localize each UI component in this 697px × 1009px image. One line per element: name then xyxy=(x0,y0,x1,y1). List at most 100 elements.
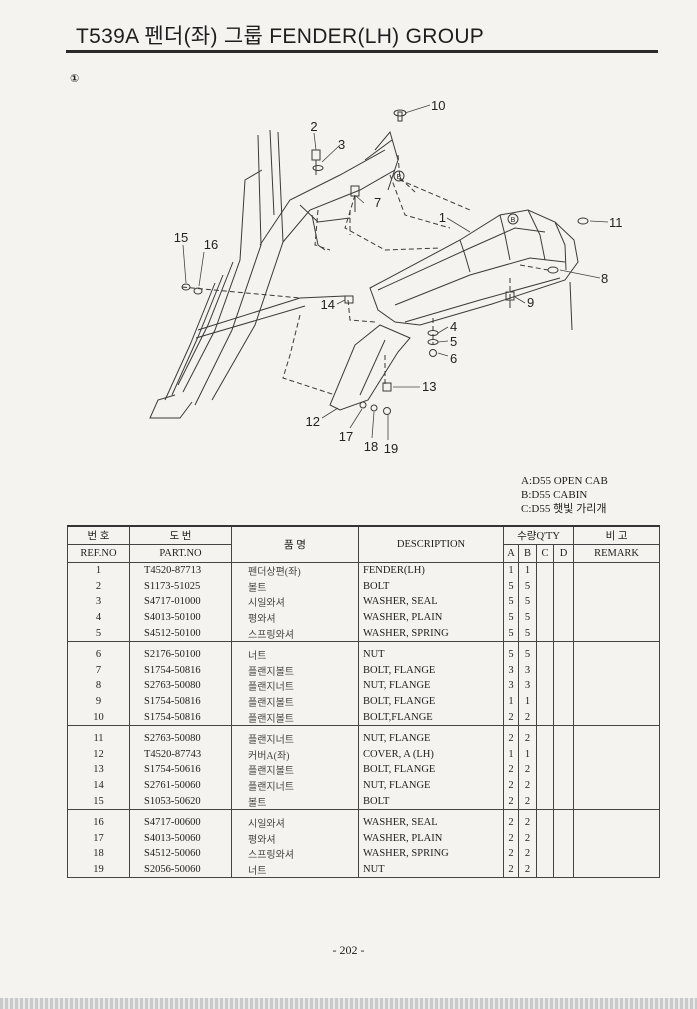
callout-5: 5 xyxy=(450,334,457,349)
cell-qty-b: 5 xyxy=(518,625,537,642)
callout-6: 6 xyxy=(450,351,457,366)
cell-qty-b: 2 xyxy=(518,725,537,747)
cell-description: BOLT xyxy=(358,793,504,810)
callout-12: 12 xyxy=(306,414,320,429)
cell-remark xyxy=(573,662,661,679)
exploded-parts-diagram: 1 2 3 4 5 6 7 8 9 10 11 12 13 14 15 16 1… xyxy=(149,98,623,456)
header-qty-d: D xyxy=(552,544,575,563)
header-description: DESCRIPTION xyxy=(358,525,504,563)
cell-part-no: T4520-87743 xyxy=(129,746,232,763)
marker-b-circle-2 xyxy=(507,213,519,225)
page-number: - 202 - xyxy=(332,943,365,957)
cell-part-no: S1053-50620 xyxy=(129,793,232,810)
cell-remark xyxy=(573,809,661,831)
cell-qty-b: 2 xyxy=(518,846,537,862)
cell-qty-d xyxy=(552,746,575,763)
cell-ref-no: 9 xyxy=(67,693,130,710)
cell-qty-d xyxy=(552,662,575,679)
cell-qty-a: 1 xyxy=(503,693,519,710)
legend-item-a: A:D55 OPEN CAB xyxy=(521,475,608,487)
cell-part-name-kr: 볼트 xyxy=(231,578,359,595)
cell-part-no: S4512-50060 xyxy=(129,846,232,862)
callout-11: 11 xyxy=(609,215,623,230)
title-divider xyxy=(66,50,658,53)
cell-part-no: S4013-50100 xyxy=(129,609,232,626)
cell-qty-a: 2 xyxy=(503,793,519,810)
cell-qty-c xyxy=(536,777,554,794)
cell-qty-c xyxy=(536,641,554,663)
cell-qty-c xyxy=(536,578,554,595)
cell-description: WASHER, PLAIN xyxy=(358,609,504,626)
cell-qty-d xyxy=(552,609,575,626)
section-mark: ① xyxy=(70,72,80,85)
cell-remark xyxy=(573,830,661,847)
cell-qty-b: 2 xyxy=(518,709,537,726)
cell-ref-no: 7 xyxy=(67,662,130,679)
cell-ref-no: 14 xyxy=(67,777,130,794)
cell-part-name-kr: 볼트 xyxy=(231,793,359,810)
cell-description: BOLT, FLANGE xyxy=(358,762,504,778)
cell-part-name-kr: 플랜지볼트 xyxy=(231,762,359,778)
cell-remark xyxy=(573,594,661,610)
cell-remark xyxy=(573,609,661,626)
cell-qty-a: 1 xyxy=(503,562,519,579)
cell-description: BOLT,FLANGE xyxy=(358,709,504,726)
cover-a xyxy=(329,324,411,411)
cell-qty-c xyxy=(536,830,554,847)
cell-part-name-kr: 평와셔 xyxy=(231,830,359,847)
cell-remark xyxy=(573,709,661,726)
cell-qty-b: 5 xyxy=(518,641,537,663)
cell-qty-c xyxy=(536,746,554,763)
small-parts xyxy=(181,109,589,415)
cell-remark xyxy=(573,693,661,710)
cell-part-name-kr: 플랜지너트 xyxy=(231,777,359,794)
callout-19: 19 xyxy=(384,441,398,456)
cell-qty-a: 1 xyxy=(503,746,519,763)
cell-description: BOLT, FLANGE xyxy=(358,693,504,710)
cell-description: WASHER, PLAIN xyxy=(358,830,504,847)
cell-part-name-kr: 플랜지너트 xyxy=(231,725,359,747)
cell-part-no: S1173-51025 xyxy=(129,578,232,595)
cell-qty-b: 2 xyxy=(518,861,537,879)
cell-qty-c xyxy=(536,678,554,694)
callout-14: 14 xyxy=(321,297,335,312)
cell-qty-d xyxy=(552,678,575,694)
cell-ref-no: 12 xyxy=(67,746,130,763)
cell-ref-no: 5 xyxy=(67,625,130,642)
cell-description: COVER, A (LH) xyxy=(358,746,504,763)
cell-description: WASHER, SEAL xyxy=(358,809,504,831)
cell-qty-a: 5 xyxy=(503,578,519,595)
cell-qty-a: 2 xyxy=(503,861,519,879)
cell-qty-b: 1 xyxy=(518,562,537,579)
cell-part-name-kr: 플랜지볼트 xyxy=(231,709,359,726)
cell-description: BOLT, FLANGE xyxy=(358,662,504,679)
cell-qty-a: 5 xyxy=(503,641,519,663)
cell-qty-b: 2 xyxy=(518,777,537,794)
cell-qty-a: 2 xyxy=(503,762,519,778)
cell-part-name-kr: 시일와셔 xyxy=(231,594,359,610)
header-qty-b: B xyxy=(518,544,537,563)
cell-qty-d xyxy=(552,830,575,847)
cell-qty-c xyxy=(536,725,554,747)
cell-part-name-kr: 플랜지너트 xyxy=(231,678,359,694)
cell-qty-b: 3 xyxy=(518,678,537,694)
assembly-leader-lines xyxy=(181,154,549,396)
cell-ref-no: 13 xyxy=(67,762,130,778)
callout-18: 18 xyxy=(364,439,378,454)
cell-ref-no: 6 xyxy=(67,641,130,663)
cell-part-name-kr: 커버A(좌) xyxy=(231,746,359,763)
cell-part-no: S1754-50616 xyxy=(129,762,232,778)
cell-part-no: S1754-50816 xyxy=(129,709,232,726)
cell-description: FENDER(LH) xyxy=(358,562,504,579)
cell-qty-d xyxy=(552,625,575,642)
cell-part-no: S4717-01000 xyxy=(129,594,232,610)
callout-1: 1 xyxy=(439,210,446,225)
